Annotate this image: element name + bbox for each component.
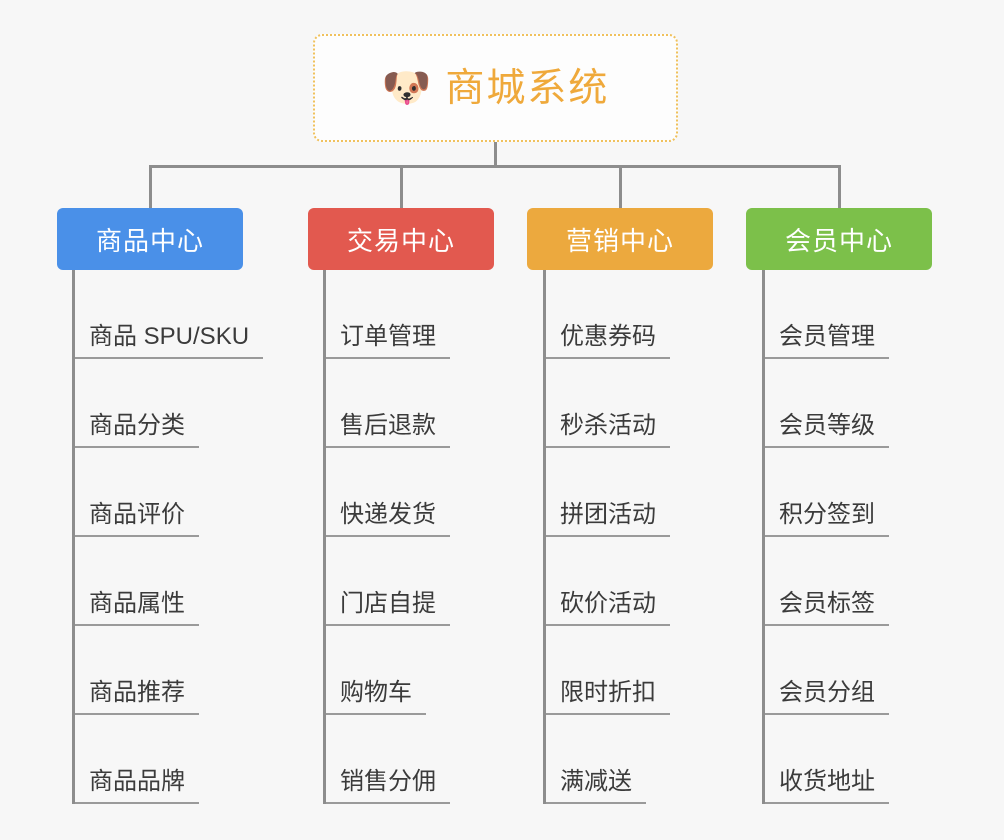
leaf-item-label: 积分签到 xyxy=(779,501,875,529)
connector-drop-1 xyxy=(149,165,152,208)
leaf-item-label: 购物车 xyxy=(340,679,412,707)
leaf-item-label: 商品推荐 xyxy=(89,679,185,707)
leaf-item[interactable]: 订单管理 xyxy=(326,270,450,359)
leaf-item[interactable]: 售后退款 xyxy=(326,359,450,448)
leaf-item[interactable]: 商品属性 xyxy=(75,537,199,626)
leaf-item-label: 售后退款 xyxy=(340,412,436,440)
leaf-item-label: 秒杀活动 xyxy=(560,412,656,440)
leaf-item[interactable]: 商品评价 xyxy=(75,448,199,537)
leaf-item[interactable]: 购物车 xyxy=(326,626,426,715)
leaf-item[interactable]: 商品品牌 xyxy=(75,715,199,804)
leaf-item-label: 销售分佣 xyxy=(340,768,436,796)
leaf-item-label: 收货地址 xyxy=(779,768,875,796)
leaf-item[interactable]: 商品推荐 xyxy=(75,626,199,715)
leaf-item[interactable]: 会员管理 xyxy=(765,270,889,359)
leaf-item[interactable]: 拼团活动 xyxy=(546,448,670,537)
leaf-item-label: 快递发货 xyxy=(340,501,436,529)
connector-root-stem xyxy=(494,142,497,168)
leaf-item-label: 商品属性 xyxy=(89,590,185,618)
leaf-item[interactable]: 秒杀活动 xyxy=(546,359,670,448)
leaf-item[interactable]: 砍价活动 xyxy=(546,537,670,626)
leaf-item[interactable]: 积分签到 xyxy=(765,448,889,537)
leaf-item[interactable]: 会员分组 xyxy=(765,626,889,715)
leaf-item[interactable]: 限时折扣 xyxy=(546,626,670,715)
category-box-3[interactable]: 营销中心 xyxy=(527,208,713,270)
leaf-item-label: 订单管理 xyxy=(340,323,436,351)
connector-drop-4 xyxy=(838,165,841,208)
leaf-item[interactable]: 会员等级 xyxy=(765,359,889,448)
leaf-item-label: 商品品牌 xyxy=(89,768,185,796)
leaf-item[interactable]: 商品 SPU/SKU xyxy=(75,270,264,359)
leaf-item-label: 限时折扣 xyxy=(560,679,656,707)
leaf-item[interactable]: 收货地址 xyxy=(765,715,889,804)
category-box-4[interactable]: 会员中心 xyxy=(746,208,932,270)
dog-face-icon: 🐶 xyxy=(381,65,432,111)
leaf-item-label: 商品 SPU/SKU xyxy=(89,323,250,351)
column-trunk-line xyxy=(323,270,326,804)
leaf-item[interactable]: 优惠券码 xyxy=(546,270,670,359)
connector-drop-2 xyxy=(400,165,403,208)
leaf-item[interactable]: 商品分类 xyxy=(75,359,199,448)
leaf-item-label: 商品评价 xyxy=(89,501,185,529)
column-trunk-line xyxy=(762,270,765,804)
connector-bus xyxy=(149,165,841,168)
category-label: 会员中心 xyxy=(784,225,893,256)
root-title: 商城系统 xyxy=(445,66,610,110)
leaf-item-label: 会员管理 xyxy=(779,323,875,351)
category-box-2[interactable]: 交易中心 xyxy=(308,208,494,270)
leaf-item-label: 会员标签 xyxy=(779,590,875,618)
category-box-1[interactable]: 商品中心 xyxy=(57,208,243,270)
leaf-item[interactable]: 门店自提 xyxy=(326,537,450,626)
leaf-item[interactable]: 满减送 xyxy=(546,715,646,804)
leaf-item[interactable]: 会员标签 xyxy=(765,537,889,626)
category-label: 交易中心 xyxy=(346,225,455,256)
leaf-item-label: 会员等级 xyxy=(779,412,875,440)
category-label: 商品中心 xyxy=(95,225,204,256)
leaf-item-label: 砍价活动 xyxy=(560,590,656,618)
leaf-item[interactable]: 快递发货 xyxy=(326,448,450,537)
column-trunk-line xyxy=(72,270,75,804)
leaf-item-label: 拼团活动 xyxy=(560,501,656,529)
root-node[interactable]: 🐶 商城系统 xyxy=(313,34,678,142)
column-trunk-line xyxy=(543,270,546,804)
connector-drop-3 xyxy=(619,165,622,208)
leaf-item-label: 门店自提 xyxy=(340,590,436,618)
leaf-item[interactable]: 销售分佣 xyxy=(326,715,450,804)
leaf-item-label: 会员分组 xyxy=(779,679,875,707)
leaf-item-label: 满减送 xyxy=(560,768,632,796)
leaf-item-label: 优惠券码 xyxy=(560,323,656,351)
leaf-item-label: 商品分类 xyxy=(89,412,185,440)
category-label: 营销中心 xyxy=(565,225,674,256)
